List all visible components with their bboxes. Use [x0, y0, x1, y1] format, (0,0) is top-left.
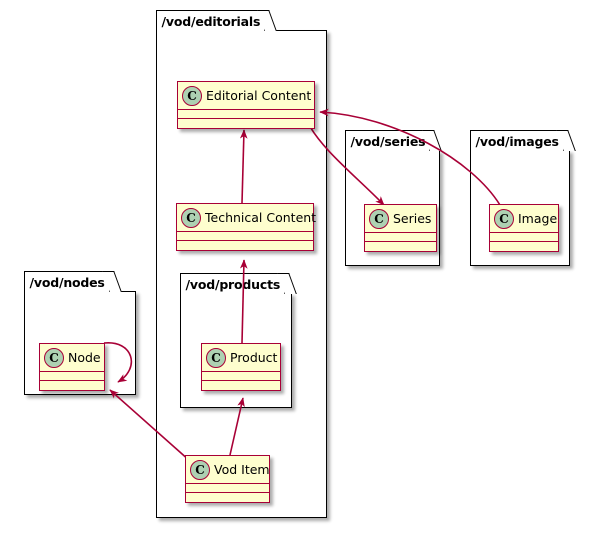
class-methods-compartment — [490, 242, 558, 251]
class-methods-compartment — [186, 493, 269, 502]
class-name: Series — [393, 211, 432, 226]
class-name: Editorial Content — [206, 88, 312, 103]
package-tab-corner — [555, 129, 576, 151]
package-label: /vod/editorials — [161, 13, 261, 29]
class-name: Technical Content — [205, 210, 317, 225]
class-header: C Node — [40, 344, 104, 372]
package-label: /vod/series — [350, 133, 426, 149]
class-vod-item[interactable]: C Vod Item — [185, 455, 270, 503]
class-stereotype-icon: C — [369, 208, 389, 229]
class-product[interactable]: C Product — [201, 343, 281, 391]
class-name: Image — [518, 211, 558, 226]
class-methods-compartment — [177, 241, 313, 250]
class-methods-compartment — [178, 119, 314, 128]
class-methods-compartment — [202, 381, 280, 390]
class-attributes-compartment — [177, 232, 313, 241]
package-label: /vod/products — [185, 276, 281, 292]
class-header: C Vod Item — [186, 456, 270, 484]
class-technical-content[interactable]: C Technical Content — [176, 203, 316, 251]
package-label-tab: /vod/series — [344, 129, 443, 151]
package-label: /vod/images — [475, 133, 559, 149]
class-stereotype-icon: C — [206, 347, 226, 368]
class-attributes-compartment — [490, 233, 558, 242]
class-stereotype-icon: C — [190, 459, 210, 480]
package-label-tab: /vod/nodes — [23, 270, 122, 292]
class-attributes-compartment — [202, 372, 280, 381]
package-tab-corner — [257, 9, 278, 31]
class-image[interactable]: C Image — [489, 204, 559, 252]
class-header: C Image — [490, 205, 558, 233]
class-stereotype-icon: C — [494, 208, 514, 229]
package-label: /vod/nodes — [29, 274, 105, 290]
package-label-tab: /vod/editorials — [155, 9, 278, 31]
class-node[interactable]: C Node — [39, 343, 105, 391]
class-attributes-compartment — [186, 484, 269, 493]
class-stereotype-icon: C — [44, 347, 64, 368]
package-label-tab: /vod/images — [469, 129, 576, 151]
class-header: C Product — [202, 344, 280, 372]
class-stereotype-icon: C — [181, 207, 201, 228]
package-tab-corner — [422, 129, 443, 151]
class-name: Node — [68, 350, 101, 365]
class-methods-compartment — [365, 242, 436, 251]
class-header: C Technical Content — [177, 204, 316, 232]
class-attributes-compartment — [178, 110, 314, 119]
class-attributes-compartment — [40, 372, 104, 381]
class-header: C Editorial Content — [178, 82, 314, 110]
package-label-tab: /vod/products — [179, 272, 297, 294]
package-tab-corner — [101, 270, 122, 292]
class-editorial-content[interactable]: C Editorial Content — [177, 81, 315, 129]
class-series[interactable]: C Series — [364, 204, 437, 252]
class-name: Product — [230, 350, 278, 365]
class-stereotype-icon: C — [182, 85, 202, 106]
class-attributes-compartment — [365, 233, 436, 242]
class-name: Vod Item — [214, 462, 270, 477]
class-header: C Series — [365, 205, 436, 233]
class-methods-compartment — [40, 381, 104, 390]
